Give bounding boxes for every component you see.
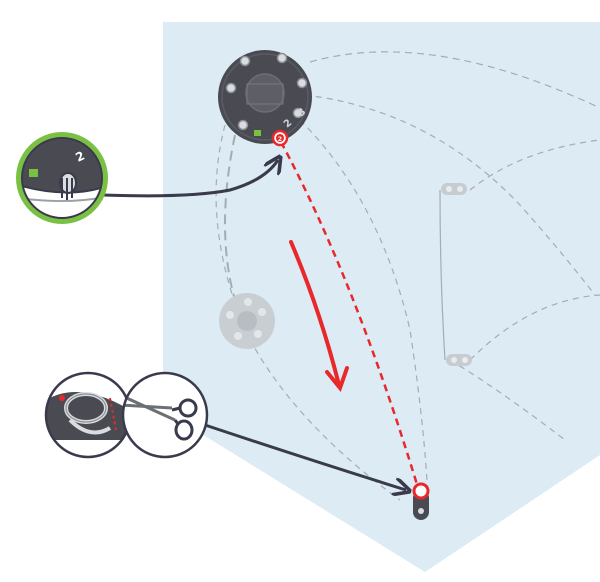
ghost-board xyxy=(219,293,275,349)
connector-arrow-bottom xyxy=(204,423,406,490)
direction-arrow xyxy=(289,240,349,393)
inset-knot-end xyxy=(44,371,132,459)
connector-arrow-top xyxy=(102,160,278,198)
start-pin-label: 2 xyxy=(278,136,282,143)
sewable-board: 2 3 xyxy=(218,50,312,144)
sequin-led-end xyxy=(412,482,430,520)
thread-knot-icon xyxy=(59,172,77,200)
board-pads xyxy=(225,52,308,131)
scissors-icon xyxy=(123,393,198,441)
sequin-led-bottom xyxy=(446,354,472,366)
battery-holder xyxy=(245,73,285,113)
start-pin-marker: 2 xyxy=(271,129,289,147)
inset-led xyxy=(29,169,38,177)
sequin-led-top xyxy=(441,183,467,195)
stitch-line xyxy=(279,141,421,492)
inset-knot-pin: 2 xyxy=(16,132,108,224)
board-led xyxy=(254,130,261,136)
inset-scissors xyxy=(121,371,209,459)
